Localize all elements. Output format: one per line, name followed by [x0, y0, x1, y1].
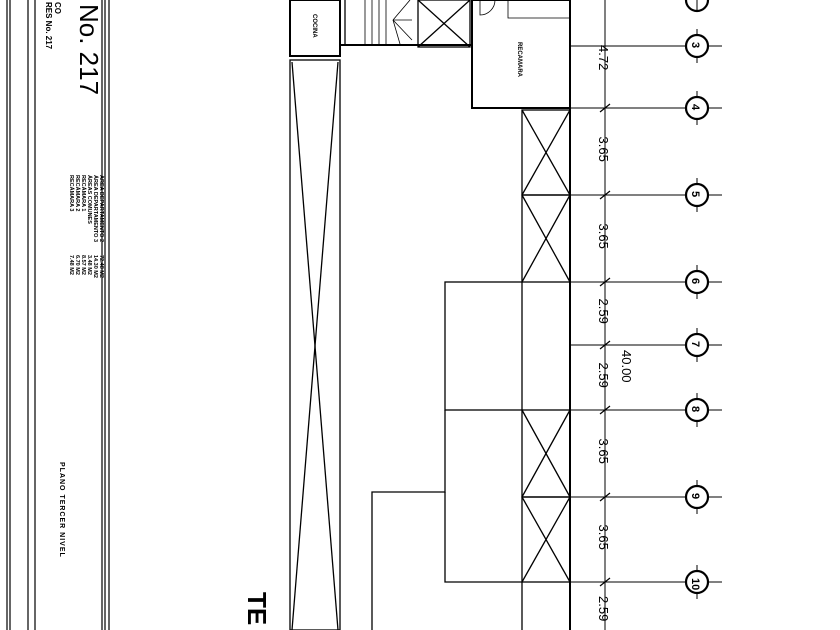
dimension-value: 3.65 [596, 525, 611, 550]
void-shaft [521, 194, 571, 283]
title-line-2: RES No. 217 [44, 2, 53, 50]
dimension-value: 3.65 [596, 137, 611, 162]
grid-axis-marker: 4 [570, 91, 722, 125]
dimension-value: 3.65 [596, 439, 611, 464]
grid-axis-marker: 5 [570, 178, 722, 212]
axis-label: 3 [689, 42, 701, 48]
total-dimension: 40.00 [619, 350, 634, 383]
area-value: 72.48 M2 [98, 255, 104, 278]
grid-axis-marker: 3 [570, 29, 722, 63]
grid-axes: 3 4 5 6 7 8 9 10 [570, 0, 722, 599]
grid-axis-marker: 9 [570, 480, 722, 514]
dimension-value: 4.72 [596, 45, 611, 70]
grid-axis-marker [684, 0, 710, 13]
title-block-frame [6, 0, 110, 630]
axis-label: 9 [689, 493, 701, 499]
grid-axis-marker: 7 [570, 328, 722, 362]
axis-label: 4 [689, 104, 701, 111]
area-label: ÁREAS COMUNES [86, 175, 93, 224]
void-shaft [521, 109, 571, 196]
axis-label: 5 [689, 191, 701, 197]
grid-axis-marker: 6 [570, 265, 722, 299]
grid-axis-marker: 8 [570, 393, 722, 427]
building-walls [289, 0, 571, 630]
dimension-value: 2.59 [596, 596, 611, 621]
dimension-value: 3.65 [596, 224, 611, 249]
void-shaft [521, 496, 571, 583]
sheet-name: PLANO TERCER NIVEL [58, 462, 65, 558]
area-value: 3.48 M2 [86, 255, 92, 275]
axis-label: 8 [689, 406, 701, 412]
area-value: 14.30 M2 [92, 255, 98, 278]
area-label: RECÁMARA 2 [74, 175, 81, 211]
kitchen-label: COCINA [311, 14, 317, 38]
level-title: TE [242, 592, 272, 625]
area-value: 6.70 M2 [74, 255, 80, 275]
area-label: ÁREA DEPARTAMENTO 2 [98, 175, 105, 242]
area-value: 8.57 M2 [80, 255, 86, 275]
dimension-chain: 4.72 3.65 3.65 2.59 2.59 3.65 3.65 2.59 [596, 45, 611, 621]
project-number: No. 217 [74, 4, 104, 95]
dimension-value: 2.59 [596, 363, 611, 388]
area-table: ÁREA DEPARTAMENTO 2 72.48 M2 ÁREA DEPARTAM… [68, 175, 105, 278]
title-line-1: CO [53, 2, 62, 14]
dimension-value: 2.59 [596, 299, 611, 324]
bedroom-label: RECAMARA [516, 42, 522, 78]
area-label: RECÁMARA 3 [68, 175, 75, 211]
grid-axis-marker: 10 [570, 565, 722, 599]
void-shaft [521, 409, 571, 498]
axis-label: 10 [689, 578, 701, 590]
area-value: 7.48 M2 [68, 255, 74, 275]
area-label: ÁREA DEPARTAMENTO 3 [92, 175, 99, 242]
title-block-text: No. 217 CO RES No. 217 ÁREA DEPARTAMENTO… [44, 2, 105, 558]
area-label: RECÁMARA 1 [80, 175, 87, 211]
axis-label: 7 [689, 341, 701, 347]
axis-label: 6 [689, 278, 701, 284]
